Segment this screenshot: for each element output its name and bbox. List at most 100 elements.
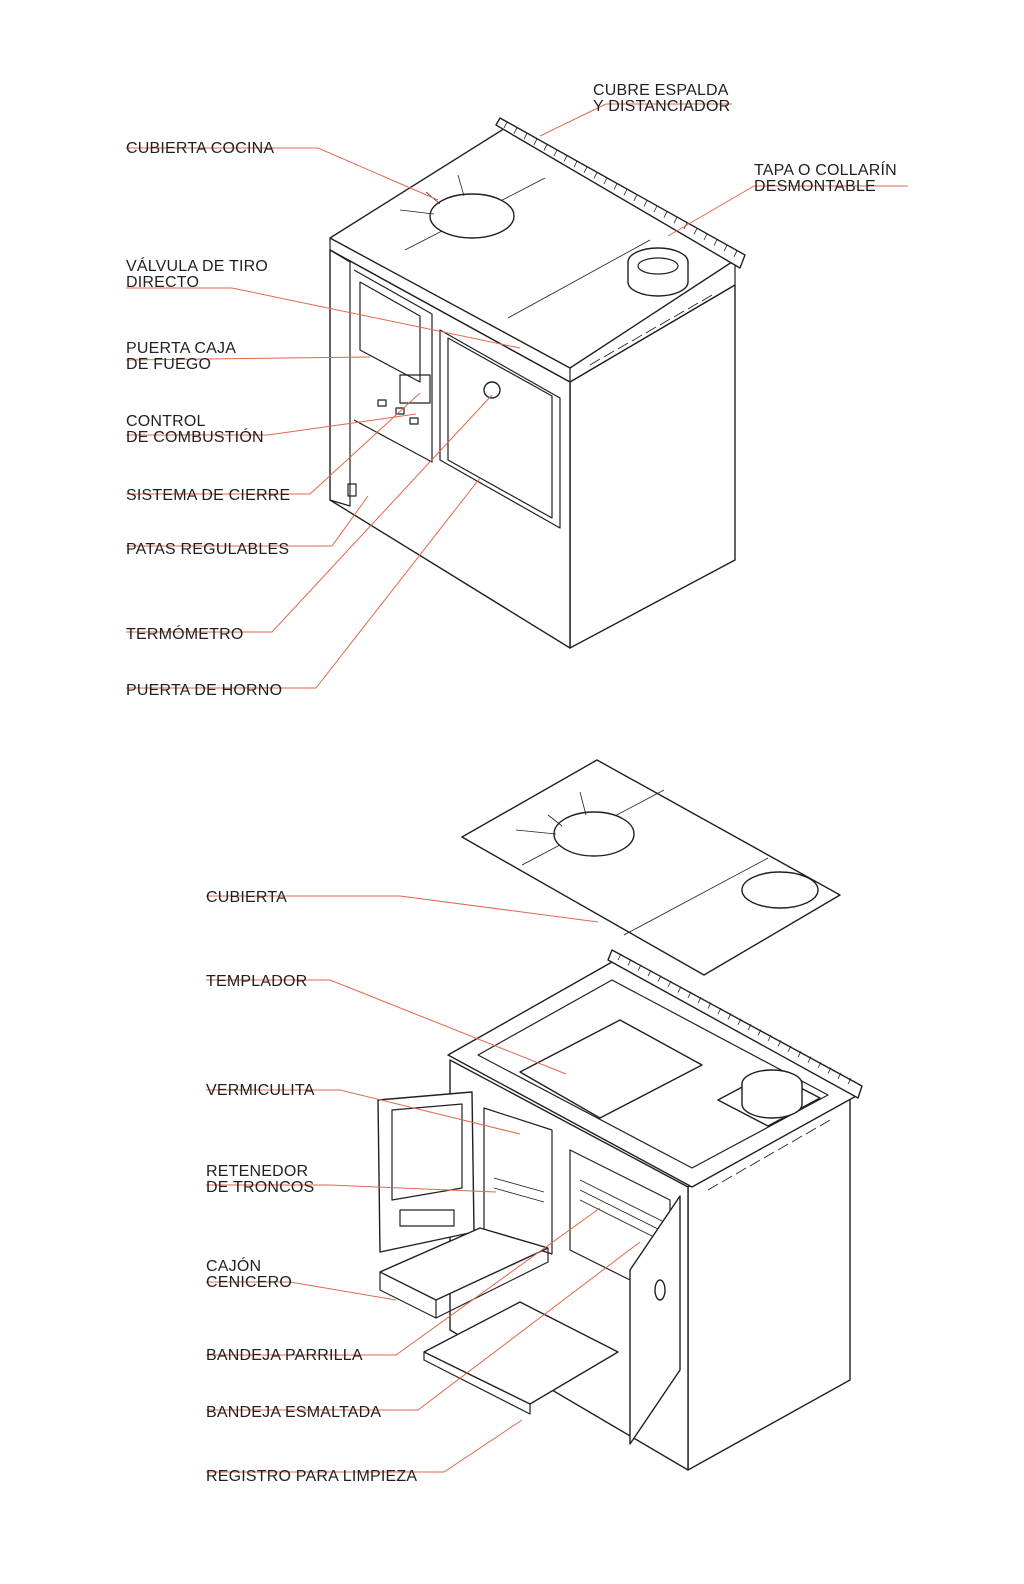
vent-slot xyxy=(613,183,618,190)
vent-slot xyxy=(707,1183,719,1191)
vent-slot xyxy=(767,1034,772,1042)
vent-slot xyxy=(717,1007,722,1015)
vent-slot xyxy=(677,986,682,993)
vent-slot xyxy=(701,294,713,302)
label-cubierta-cocina: CUBIERTA COCINA xyxy=(126,140,275,157)
vent-slot xyxy=(757,1029,762,1036)
vent-slot xyxy=(543,144,548,151)
vent-slot xyxy=(749,1159,761,1167)
vent-slot xyxy=(777,1143,789,1151)
assembled-stove xyxy=(329,117,746,649)
vent-slot xyxy=(553,149,558,157)
vent-slot xyxy=(603,350,615,358)
vent-slot xyxy=(637,964,642,971)
vent-slot xyxy=(713,239,718,246)
vent-slot xyxy=(573,161,578,168)
vent-slot xyxy=(657,975,662,982)
label-sistema-cierre: SISTEMA DE CIERRE xyxy=(126,487,291,504)
vent-slot xyxy=(805,1127,817,1135)
vent-slot xyxy=(727,1013,732,1020)
label-termometro: TERMÓMETRO xyxy=(126,626,244,643)
vent-slot xyxy=(807,1056,812,1063)
label-cubierta: CUBIERTA xyxy=(206,889,288,906)
vent-slot xyxy=(837,1072,842,1079)
vent-slot xyxy=(673,310,685,318)
firebox-door xyxy=(353,269,433,463)
burner-ring xyxy=(429,193,515,239)
vent-slot xyxy=(723,245,728,252)
vent-slot xyxy=(627,959,632,966)
vent-slot xyxy=(593,172,598,179)
vent-slot xyxy=(513,127,518,134)
vent-slot xyxy=(819,1119,831,1127)
thermometer xyxy=(483,381,501,399)
vent-slot xyxy=(667,980,672,988)
vent-slot xyxy=(533,138,538,145)
vent-slot xyxy=(623,189,628,196)
vent-slot xyxy=(703,233,708,241)
vent-slot xyxy=(827,1067,832,1074)
firebox-glass xyxy=(359,281,421,383)
exploded-front xyxy=(449,1059,689,1471)
vent-slot xyxy=(787,1045,792,1052)
vent-slot xyxy=(721,1175,733,1183)
vent-slot xyxy=(687,991,692,998)
label-templador: TEMPLADOR xyxy=(206,973,308,990)
vent-slot xyxy=(707,1002,712,1009)
loose-cooktop xyxy=(461,759,841,976)
vent-slot xyxy=(653,205,658,213)
exploded-backsplash xyxy=(607,949,863,1099)
vent-slot xyxy=(631,334,643,342)
vent-slot xyxy=(735,1167,747,1175)
vent-slot xyxy=(663,211,668,218)
vent-slot xyxy=(737,1018,742,1025)
exploded-stove xyxy=(377,759,863,1471)
enamel-tray xyxy=(423,1301,619,1405)
label-bandeja-parrilla: BANDEJA PARRILLA xyxy=(206,1347,363,1364)
vent-slot xyxy=(633,194,638,201)
label-bandeja-esmaltada: BANDEJA ESMALTADA xyxy=(206,1404,382,1421)
vent-slot xyxy=(583,166,588,173)
vent-slot xyxy=(763,1151,775,1159)
vent-slot xyxy=(617,342,629,350)
vent-slot xyxy=(687,302,699,310)
templador-plate xyxy=(519,1019,703,1119)
vent-slot xyxy=(659,318,671,326)
loose-flue-opening xyxy=(741,871,819,909)
label-registro-limpieza: REGISTRO PARA LIMPIEZA xyxy=(206,1468,418,1485)
vent-slot xyxy=(589,358,601,366)
vent-slot xyxy=(733,250,738,257)
vent-slot xyxy=(673,217,678,224)
vent-slot xyxy=(503,121,508,129)
label-puerta-horno: PUERTA DE HORNO xyxy=(126,682,283,699)
foot xyxy=(347,483,357,497)
oven-door xyxy=(439,329,561,529)
vent-slot xyxy=(697,997,702,1004)
vent-slot xyxy=(603,177,608,185)
vent-slot xyxy=(563,155,568,162)
vent-slot xyxy=(693,228,698,235)
vent-slot xyxy=(645,326,657,334)
vent-slot xyxy=(617,953,622,961)
vent-slot xyxy=(791,1135,803,1143)
vent-slot xyxy=(523,133,528,140)
label-vermiculita: VERMICULITA xyxy=(206,1082,315,1099)
vent-slot xyxy=(747,1024,752,1031)
vent-slot xyxy=(797,1051,802,1058)
vent-slot xyxy=(643,200,648,207)
vent-slot xyxy=(817,1061,822,1069)
vent-slot xyxy=(647,970,652,977)
label-patas-regulables: PATAS REGULABLES xyxy=(126,541,290,558)
backsplash xyxy=(495,117,746,269)
open-oven-door xyxy=(629,1195,681,1445)
loose-burner-ring xyxy=(553,811,635,857)
